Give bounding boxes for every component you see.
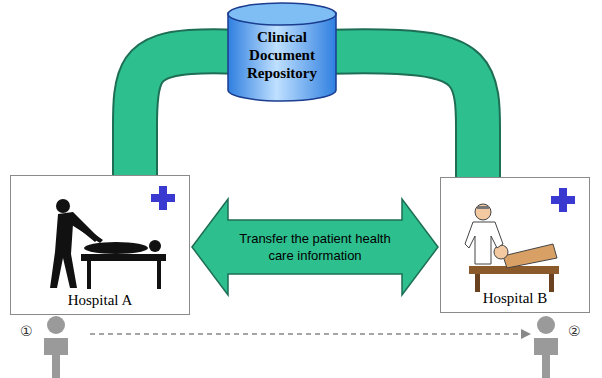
node-label: Hospital B [441, 290, 589, 307]
repository-cylinder: Clinical Document Repository [227, 2, 337, 102]
hospital-box: Hospital B [440, 177, 590, 313]
node-label: Hospital A [11, 292, 189, 309]
person-icon [44, 316, 68, 378]
callout-number: ② [568, 323, 581, 339]
hospital-box: Hospital A [10, 175, 190, 315]
arch-band [319, 51, 478, 178]
person-icon [534, 316, 558, 378]
arch-outline [319, 51, 478, 178]
node-label: Clinical Document Repository [231, 28, 333, 82]
edge-label: Transfer the patient health care informa… [232, 230, 398, 264]
dashed-arrow [90, 333, 530, 335]
double-arrow [192, 199, 438, 295]
callout-number: ① [20, 323, 33, 339]
